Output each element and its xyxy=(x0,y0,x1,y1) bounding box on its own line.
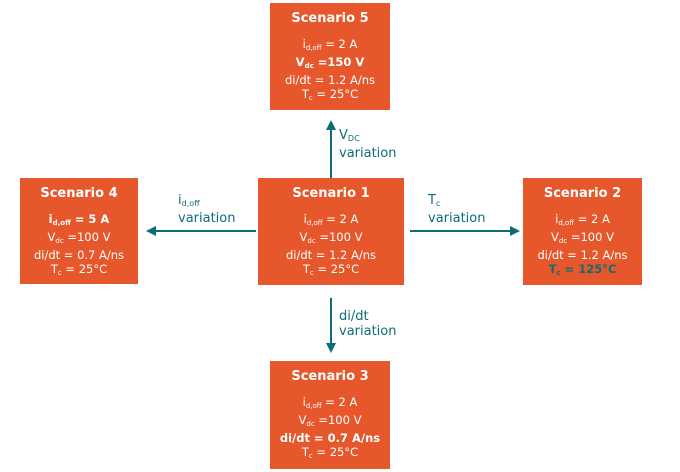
scenario-3-line-1: id,off = 2 A xyxy=(302,395,358,410)
label-vdc-symbol: VDC xyxy=(339,128,360,143)
scenario-2-box: Scenario 2 id,off = 2 A Vdc =100 V di/dt… xyxy=(523,178,642,285)
scenario-3-line-2: Vdc =100 V xyxy=(298,413,362,428)
label-idoff-variation: id,off variation xyxy=(178,193,235,226)
scenario-2-line-3: di/dt = 1.2 A/ns xyxy=(537,248,628,262)
scenario-2-line-2: Vdc =100 V xyxy=(551,230,614,245)
label-idoff-symbol: id,off xyxy=(178,193,200,208)
label-vdc-variation: VDC variation xyxy=(339,128,396,161)
scenario-4-line-1: id,off = 5 A xyxy=(48,212,110,227)
scenario-1-line-1: id,off = 2 A xyxy=(303,212,359,227)
scenario-5-box: Scenario 5 id,off = 2 A Vdc =150 V di/dt… xyxy=(270,3,390,110)
scenario-5-line-1: id,off = 2 A xyxy=(302,37,358,52)
scenario-2-line-1: id,off = 2 A xyxy=(555,212,610,227)
scenario-1-title: Scenario 1 xyxy=(292,186,370,201)
scenario-4-line-4: Tc = 25°C xyxy=(50,262,108,277)
scenario-3-line-3: di/dt = 0.7 A/ns xyxy=(279,431,381,445)
label-idoff-word: variation xyxy=(178,211,236,226)
label-didt-word: variation xyxy=(339,324,397,339)
label-didt-symbol: di/dt xyxy=(339,309,369,324)
scenario-5-line-2: Vdc =150 V xyxy=(295,55,365,70)
scenario-1-line-2: Vdc =100 V xyxy=(299,230,363,245)
scenario-4-line-2: Vdc =100 V xyxy=(47,230,111,245)
scenario-5-line-3: di/dt = 1.2 A/ns xyxy=(284,73,376,87)
scenario-4-title: Scenario 4 xyxy=(40,186,118,201)
scenario-4-line-3: di/dt = 0.7 A/ns xyxy=(33,248,125,262)
label-didt-variation: di/dt variation xyxy=(339,309,396,339)
scenario-1-line-4: Tc = 25°C xyxy=(302,262,360,277)
label-tc-variation: Tc variation xyxy=(428,193,485,226)
scenario-2-title: Scenario 2 xyxy=(543,186,622,201)
scenario-5-title: Scenario 5 xyxy=(291,11,369,26)
scenario-3-title: Scenario 3 xyxy=(291,369,369,384)
scenario-1-line-3: di/dt = 1.2 A/ns xyxy=(285,248,377,262)
label-tc-symbol: Tc xyxy=(428,193,441,208)
scenario-4-box: Scenario 4 id,off = 5 A Vdc =100 V di/dt… xyxy=(20,178,138,284)
scenario-5-line-4: Tc = 25°C xyxy=(301,87,359,102)
label-vdc-word: variation xyxy=(339,146,397,161)
scenario-2-line-4: Tc = 125°C xyxy=(548,262,617,277)
scenario-3-line-4: Tc = 25°C xyxy=(301,445,359,460)
scenario-1-box: Scenario 1 id,off = 2 A Vdc =100 V di/dt… xyxy=(258,178,404,285)
label-tc-word: variation xyxy=(428,211,486,226)
scenario-3-box: Scenario 3 id,off = 2 A Vdc =100 V di/dt… xyxy=(270,361,390,469)
